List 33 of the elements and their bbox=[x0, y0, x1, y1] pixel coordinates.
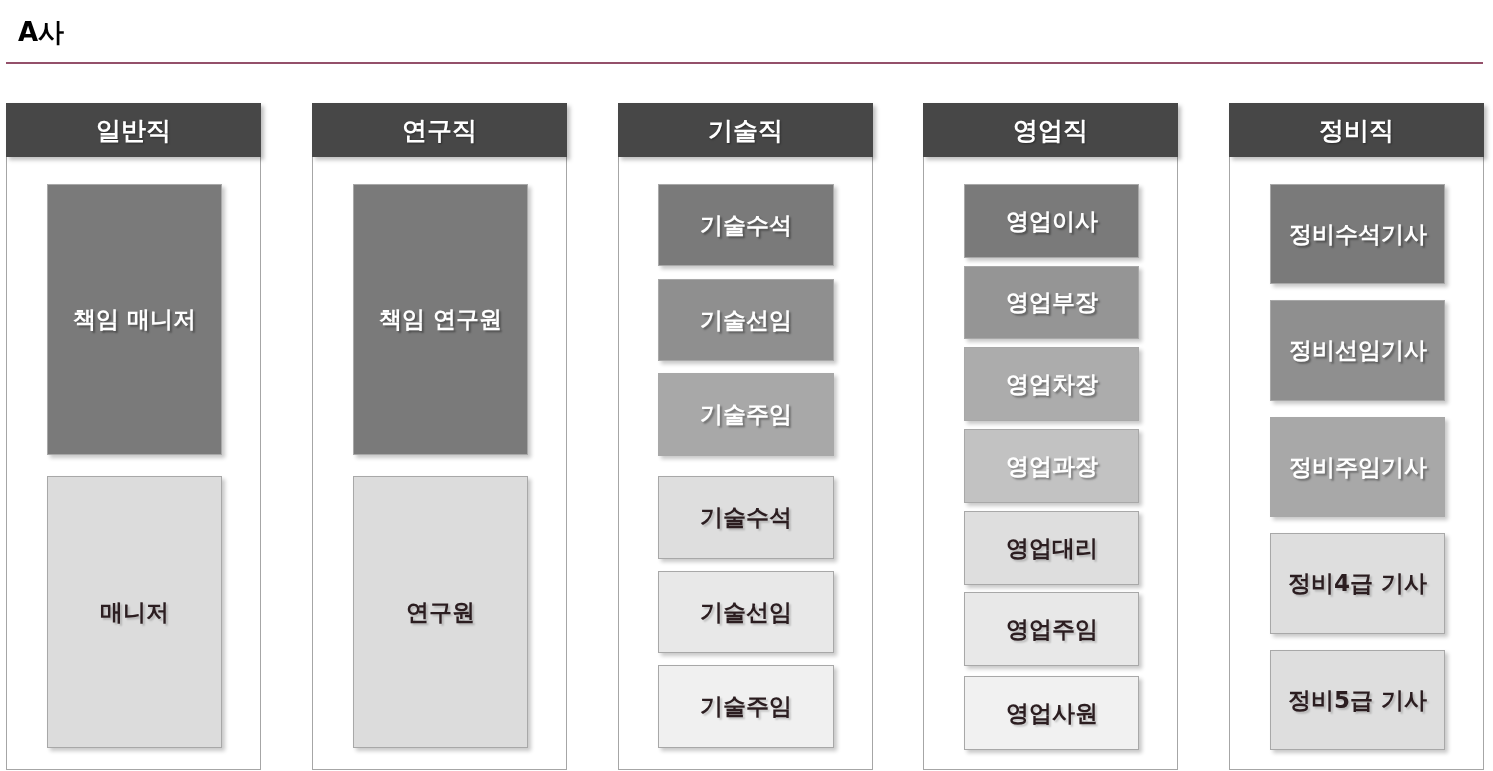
job-grade-box: 기술선임 bbox=[658, 279, 834, 361]
job-grade-box: 정비주임기사 bbox=[1270, 417, 1445, 517]
column-panel bbox=[1229, 103, 1484, 770]
page-title: A사 bbox=[18, 16, 65, 49]
job-grade-box: 영업과장 bbox=[964, 429, 1139, 503]
column-header: 정비직 bbox=[1229, 103, 1484, 157]
job-grade-box: 책임 매니저 bbox=[47, 184, 222, 455]
job-grade-box: 기술선임 bbox=[658, 571, 834, 653]
column-panel bbox=[618, 103, 873, 770]
column-panel bbox=[923, 103, 1178, 770]
job-grade-box: 정비5급 기사 bbox=[1270, 650, 1445, 750]
job-grade-box: 매니저 bbox=[47, 476, 222, 748]
job-grade-box: 영업대리 bbox=[964, 511, 1139, 585]
column-header: 영업직 bbox=[923, 103, 1178, 157]
job-grade-box: 책임 연구원 bbox=[353, 184, 528, 455]
job-grade-box: 정비4급 기사 bbox=[1270, 533, 1445, 634]
job-grade-box: 기술수석 bbox=[658, 184, 834, 266]
column-header: 일반직 bbox=[6, 103, 261, 157]
job-grade-box: 정비선임기사 bbox=[1270, 300, 1445, 401]
job-grade-box: 연구원 bbox=[353, 476, 528, 748]
column-panel bbox=[6, 103, 261, 770]
column-header: 기술직 bbox=[618, 103, 873, 157]
job-grade-box: 영업주임 bbox=[964, 592, 1139, 666]
job-grade-box: 영업차장 bbox=[964, 347, 1139, 421]
job-grade-box: 영업부장 bbox=[964, 266, 1139, 339]
job-grade-box: 정비수석기사 bbox=[1270, 184, 1445, 284]
job-grade-box: 영업이사 bbox=[964, 184, 1139, 258]
job-grade-box: 기술수석 bbox=[658, 476, 834, 559]
column-panel bbox=[312, 103, 567, 770]
job-grade-box: 기술주임 bbox=[658, 665, 834, 748]
job-grade-box: 기술주임 bbox=[658, 373, 834, 456]
job-grade-box: 영업사원 bbox=[964, 676, 1139, 750]
column-header: 연구직 bbox=[312, 103, 567, 157]
